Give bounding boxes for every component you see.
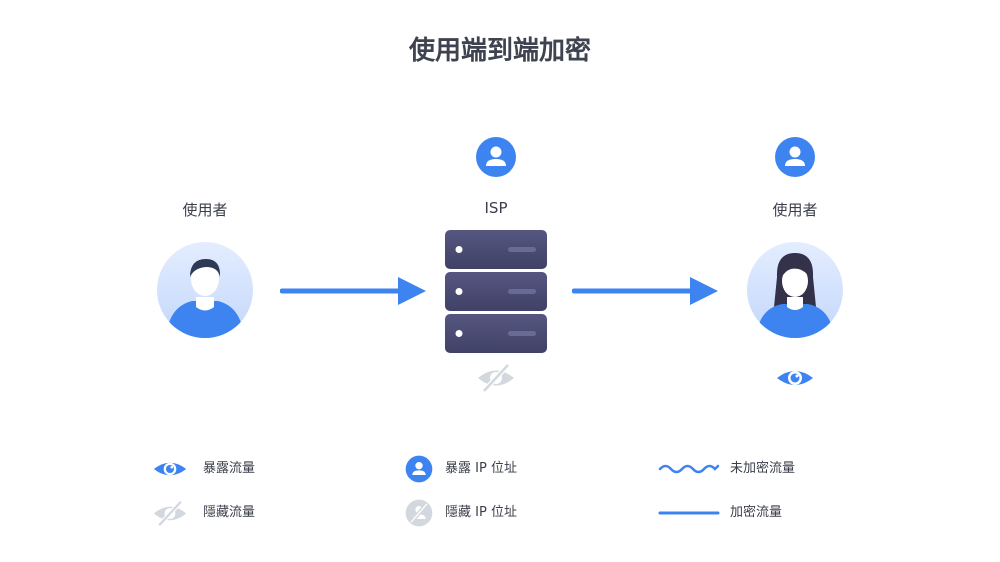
legend-exposed-traffic-icon (153, 462, 187, 476)
receiver-exposed-ip-icon (775, 137, 815, 177)
legend-exposed-ip-icon (405, 455, 433, 483)
legend-encrypted-traffic-label: 加密流量 (730, 505, 783, 520)
arrow-sender-to-isp (280, 277, 426, 305)
isp-server-icon (445, 230, 547, 353)
isp-exposed-ip-icon (476, 137, 516, 177)
arrow-isp-to-receiver (572, 277, 718, 305)
legend-encrypted-traffic-line (658, 511, 720, 515)
receiver-avatar (747, 242, 843, 338)
legend-hidden-ip-icon (405, 499, 433, 527)
legend-unencrypted-traffic-label: 未加密流量 (730, 461, 796, 476)
legend-hidden-traffic-icon (153, 500, 187, 527)
legend-exposed-traffic-label: 暴露流量 (203, 461, 256, 476)
isp-label: ISP (484, 199, 508, 217)
legend-exposed-ip-label: 暴露 IP 位址 (445, 461, 517, 476)
legend-unencrypted-traffic-line (658, 464, 720, 474)
legend-hidden-traffic-label: 隱藏流量 (203, 505, 256, 520)
sender-label: 使用者 (182, 201, 228, 219)
receiver-exposed-traffic-icon (777, 371, 813, 385)
sender-avatar (157, 242, 253, 338)
isp-hidden-traffic-icon (478, 363, 514, 393)
receiver-label: 使用者 (772, 201, 818, 219)
legend-hidden-ip-label: 隱藏 IP 位址 (445, 505, 517, 520)
diagram-title: 使用端到端加密 (408, 36, 591, 66)
